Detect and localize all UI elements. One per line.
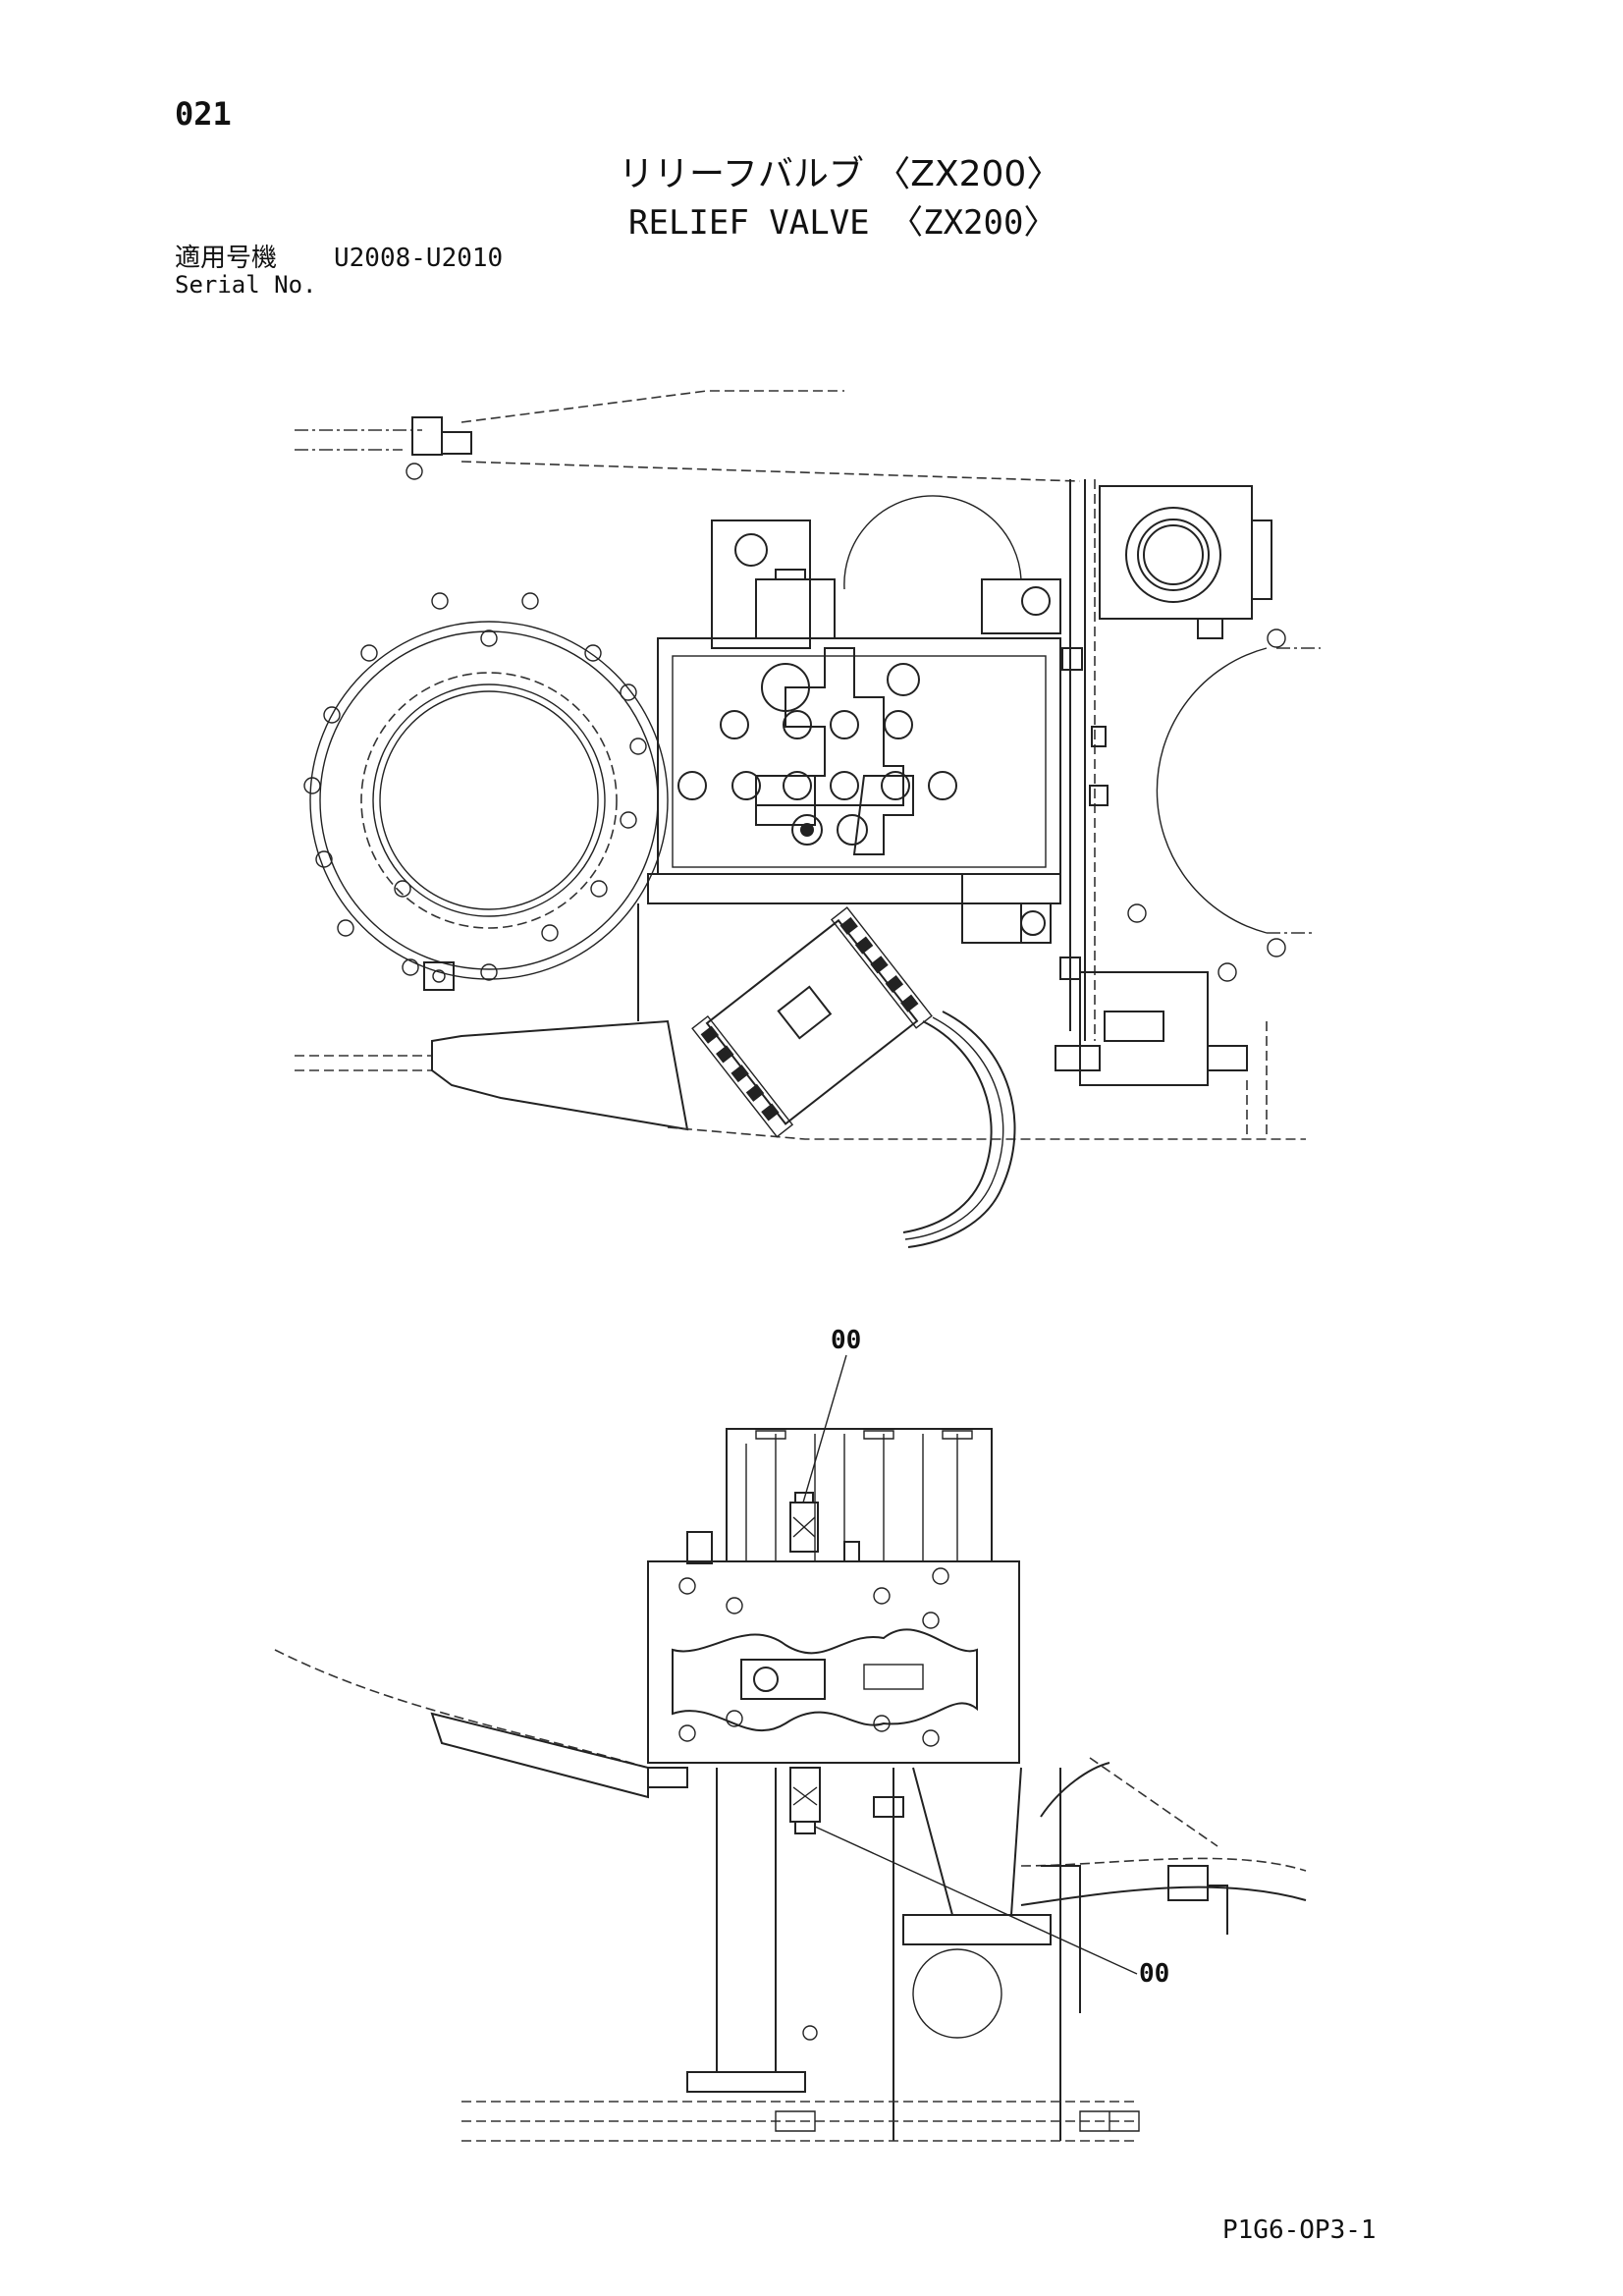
serial-label-japanese: 適用号機 xyxy=(175,244,278,273)
flange xyxy=(303,592,669,981)
bottom-view xyxy=(274,1428,1307,2142)
page-number: 021 xyxy=(175,95,232,133)
title-japanese: リリーフバルブ 〈ZX200〉 xyxy=(619,154,1062,194)
valve-block xyxy=(637,495,1061,1021)
serial-label-english: Serial No. xyxy=(175,271,317,299)
callout-leader-bottom xyxy=(814,1826,1138,1975)
top-view xyxy=(295,390,1321,1248)
right-frame xyxy=(1055,479,1321,1139)
callout-label-bottom: 00 xyxy=(1139,1959,1170,1989)
drawing-code: P1G6-OP3-1 xyxy=(1222,2215,1377,2245)
relief-valve-assembly xyxy=(691,906,933,1138)
callout-label-top: 00 xyxy=(831,1326,862,1355)
serial-range: U2008-U2010 xyxy=(334,244,504,273)
title-english: RELIEF VALVE 〈ZX200〉 xyxy=(628,203,1057,243)
callout-leader-top xyxy=(802,1354,847,1503)
